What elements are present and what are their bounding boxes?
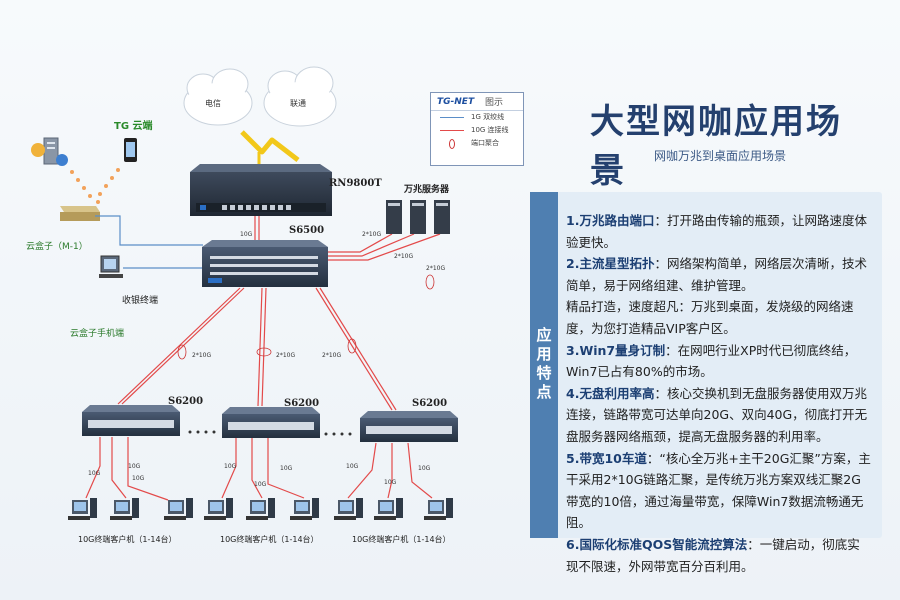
feature-item: 3.Win7量身订制：在网吧行业XP时代已彻底终结，Win7已占有80%的市场。 xyxy=(566,340,872,383)
feature-item: 精品打造，速度超凡：万兆到桌面，发烧级的网络速度，为您打造精品VIP客户区。 xyxy=(566,296,872,339)
10g-links xyxy=(85,216,441,501)
speed-label: 2*10G xyxy=(322,352,341,359)
cloud-box-device xyxy=(60,206,100,221)
client-group-label: 10G终端客户机（1-14台） xyxy=(220,535,319,544)
access-switch xyxy=(360,411,458,442)
aggregation-swatch-icon xyxy=(449,139,455,149)
server-rack xyxy=(386,200,450,234)
core-router-label: RN9800T xyxy=(329,178,382,189)
features-list: 1.万兆路由端口：打开路由传输的瓶颈，让网路速度体验更快。 2.主流星型拓扑：网… xyxy=(566,210,872,577)
page-subtitle: 网咖万兆到桌面应用场景 xyxy=(653,149,786,163)
cloud-box-m1-label: 云盒子（M-1） xyxy=(26,242,88,252)
servers-label: 万兆服务器 xyxy=(404,185,450,195)
feature-heading: 5.带宽10车道 xyxy=(566,450,647,466)
feature-item: 2.主流星型拓扑：网络架构简单，网络层次清晰，技术简单，易于网络组建、维护管理。 xyxy=(566,253,872,296)
speed-label: 10G xyxy=(88,470,101,477)
feature-item: 4.无盘利用率高：核心交换机到无盘服务器使用双万兆连接，链路带宽可达单向20G、… xyxy=(566,383,872,448)
speed-label: 10G xyxy=(132,475,145,482)
legend-item-10g: 10G 连接线 xyxy=(431,124,523,137)
dotted-link xyxy=(70,168,120,204)
port-aggregation-marker xyxy=(177,274,435,360)
feature-item: 5.带宽10车道：“核心全万兆+主干20G汇聚”方案，主干采用2*10G链路汇聚… xyxy=(566,448,872,534)
speed-label: 2*10G xyxy=(426,265,445,272)
speed-label: 10G xyxy=(346,463,359,470)
feature-text: ：一键启动，彻底实现不限速，外网带宽百分百利用。 xyxy=(566,536,860,574)
feature-item: 1.万兆路由端口：打开路由传输的瓶颈，让网路速度体验更快。 xyxy=(566,210,872,253)
ellipsis-dots xyxy=(188,430,352,436)
feature-text: ：在网吧行业XP时代已彻底终结，Win7已占有80%的市场。 xyxy=(566,342,857,380)
cloud-icon xyxy=(263,66,337,127)
cashier-terminal-label: 收银终端 xyxy=(122,296,159,306)
feature-text: ：核心交换机到无盘服务器使用双万兆连接，链路带宽可达单向20G、双向40G，彻底… xyxy=(566,385,868,444)
1g-links xyxy=(95,215,203,269)
feature-heading: 1.万兆路由端口 xyxy=(566,213,655,228)
speed-label: 10G xyxy=(240,231,253,238)
client-pc-icon xyxy=(68,498,97,520)
network-topology-diagram: 电信 联通 10G 2*10G 2*10G 2*10G 2*10G 2*10G … xyxy=(31,66,458,520)
core-switch-label: S6500 xyxy=(289,225,325,236)
terminal-icon xyxy=(99,255,123,278)
feature-heading: 4.无盘利用率高 xyxy=(566,385,655,401)
phone-icon xyxy=(124,138,137,162)
access-switch xyxy=(82,405,180,436)
client-pc-icon xyxy=(110,498,139,520)
access-switch xyxy=(222,407,320,438)
feature-text: ：网络架构简单，网络层次清晰，技术简单，易于网络组建、维护管理。 xyxy=(566,256,867,293)
client-pc-icon xyxy=(290,498,319,520)
feature-heading: 2.主流星型拓扑 xyxy=(566,256,655,272)
speed-label: 2*10G xyxy=(362,231,381,238)
lightning-icon xyxy=(240,130,300,162)
speed-label: 10G xyxy=(128,463,141,470)
cloud-label-left: 电信 xyxy=(205,98,221,108)
feature-item: 6.国际化标准QOS智能流控算法：一键启动，彻底实现不限速，外网带宽百分百利用。 xyxy=(566,534,872,577)
feature-heading: 6.国际化标准QOS智能流控算法 xyxy=(566,536,748,552)
cloud-box-phone-label: 云盒子手机端 xyxy=(70,329,125,339)
cloud-icon xyxy=(183,68,253,126)
speed-label: 10G xyxy=(280,465,293,472)
tg-cloud-label: TG 云端 xyxy=(114,121,153,132)
legend-item-label: 端口聚合 xyxy=(471,139,499,147)
cloud-label-right: 联通 xyxy=(290,98,306,108)
server-icon xyxy=(31,137,68,166)
core-switch xyxy=(202,240,328,287)
speed-label: 2*10G xyxy=(394,253,413,260)
access-switch-label: S6200 xyxy=(284,398,320,409)
client-group-label: 10G终端客户机（1-14台） xyxy=(78,535,177,544)
speed-label: 10G xyxy=(384,479,397,486)
legend-item-1g: 1G 双绞线 xyxy=(431,111,523,124)
legend-title: 图示 xyxy=(485,98,504,108)
client-pc-icon xyxy=(334,498,363,520)
legend: TG-NET 图示 1G 双绞线 10G 连接线 端口聚合 xyxy=(430,92,524,166)
legend-item-label: 10G 连接线 xyxy=(471,126,509,134)
speed-label: 10G xyxy=(254,481,267,488)
feature-text: 精品打造，速度超凡：万兆到桌面，发烧级的网络速度，为您打造精品VIP客户区。 xyxy=(566,299,854,336)
client-pc-icon xyxy=(164,498,193,520)
client-pc-icon xyxy=(246,498,275,520)
feature-text: ：“核心全万兆+主干20G汇聚”方案，主干采用2*10G链路汇聚，是传统万兆方案… xyxy=(566,450,871,531)
legend-item-aggregation: 端口聚合 xyxy=(431,137,523,150)
feature-text: ：打开路由传输的瓶颈，让网路速度体验更快。 xyxy=(566,213,867,250)
page-title: 大型网咖应用场景 xyxy=(590,102,842,191)
client-pc-icon xyxy=(424,498,453,520)
legend-item-label: 1G 双绞线 xyxy=(471,113,505,121)
speed-label: 2*10G xyxy=(192,352,211,359)
line-swatch-icon xyxy=(440,117,464,118)
brand-logo: TG-NET xyxy=(437,96,475,107)
speed-label: 10G xyxy=(224,463,237,470)
feature-heading: 3.Win7量身订制 xyxy=(566,342,666,358)
legend-header: TG-NET 图示 xyxy=(431,93,523,111)
client-pc-icon xyxy=(374,498,403,520)
client-pc-icon xyxy=(204,498,233,520)
core-router xyxy=(190,164,332,216)
access-switch-label: S6200 xyxy=(168,396,204,407)
client-group-label: 10G终端客户机（1-14台） xyxy=(352,535,451,544)
access-switch-label: S6200 xyxy=(412,398,448,409)
speed-label: 10G xyxy=(418,465,431,472)
features-side-label: 应用特点 xyxy=(530,192,558,538)
speed-label: 2*10G xyxy=(276,352,295,359)
line-swatch-icon xyxy=(440,130,464,131)
features-panel: 应用特点 1.万兆路由端口：打开路由传输的瓶颈，让网路速度体验更快。 2.主流星… xyxy=(530,192,882,574)
